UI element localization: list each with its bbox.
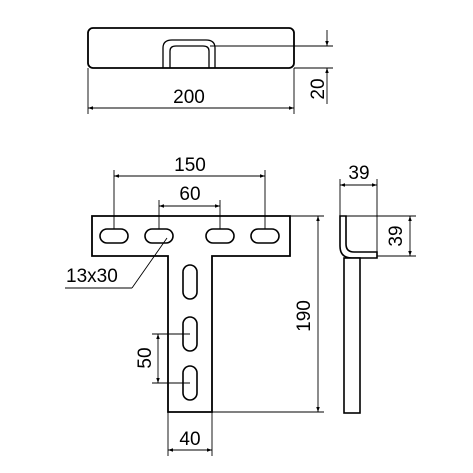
post-slot-1 — [182, 264, 198, 300]
top-view: 20 200 — [87, 27, 333, 114]
side-height-label: 39 — [386, 225, 407, 246]
dim-50-label: 50 — [135, 347, 156, 368]
arm-slot-1 — [99, 228, 129, 244]
dim-60-label: 60 — [179, 184, 200, 205]
top-height-label: 20 — [308, 78, 329, 99]
top-view-slot-inner — [169, 45, 210, 68]
side-flange — [339, 215, 378, 259]
slot-size-label: 13x30 — [66, 266, 118, 287]
top-view-body — [87, 27, 295, 69]
arm-slot-3 — [205, 228, 235, 244]
dim-190-label: 190 — [294, 300, 315, 332]
front-view: 150 60 13x30 50 190 40 — [65, 155, 324, 456]
dim-150-label: 150 — [174, 155, 206, 176]
dim-40-label: 40 — [179, 429, 200, 450]
side-post — [343, 257, 361, 414]
arm-slot-4 — [250, 228, 280, 244]
top-width-label: 200 — [173, 87, 205, 108]
side-width-label: 39 — [348, 163, 369, 184]
side-view: 39 39 — [339, 163, 416, 414]
slot-size-leader — [131, 237, 168, 289]
top-view-slot-outline — [162, 39, 216, 68]
arm-slot-2 — [144, 228, 174, 244]
